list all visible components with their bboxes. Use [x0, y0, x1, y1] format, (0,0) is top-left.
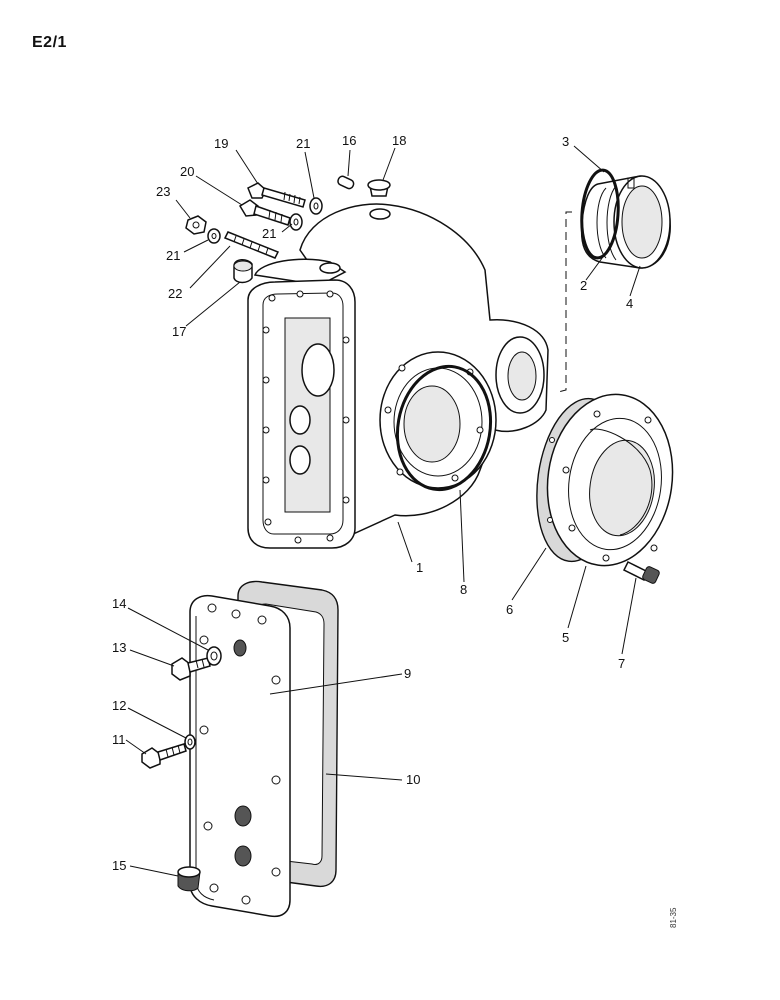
callout-8: 8	[460, 582, 467, 597]
callout-10: 10	[406, 772, 420, 787]
page-code: E2/1	[32, 34, 67, 51]
washer-part-21	[207, 197, 323, 244]
bolt-part-11	[141, 743, 187, 769]
callout-21-middle: 21	[262, 226, 276, 241]
nut-part-23	[185, 215, 207, 235]
callout-19: 19	[214, 136, 228, 151]
plug-part-18	[367, 179, 391, 197]
callout-14: 14	[112, 596, 126, 611]
housing-part-1	[247, 203, 549, 549]
callout-7: 7	[618, 656, 625, 671]
bolt-part-13	[171, 657, 211, 681]
drawing-reference: 81-35	[669, 907, 678, 928]
bolt-part-20	[238, 199, 291, 226]
callout-labels: 1 2 3 4 5 6 7 8 9 10 11 12 13 14 15 16 1…	[112, 133, 633, 873]
callout-6: 6	[506, 602, 513, 617]
plug-part-15	[177, 866, 201, 892]
callout-21-top: 21	[296, 136, 310, 151]
bearing-housing-parts-5-6	[536, 393, 674, 567]
plug-part-17	[233, 259, 253, 284]
callout-13: 13	[112, 640, 126, 655]
callout-5: 5	[562, 630, 569, 645]
callout-20: 20	[180, 164, 194, 179]
stud-part-22	[223, 231, 280, 259]
washer-part-14	[206, 646, 222, 666]
cap-screw-part-7	[622, 560, 660, 584]
callout-12: 12	[112, 698, 126, 713]
roll-pin-part-16	[337, 175, 355, 190]
callout-9: 9	[404, 666, 411, 681]
callout-2: 2	[580, 278, 587, 293]
o-ring-part-8	[395, 364, 493, 492]
callout-11: 11	[112, 732, 126, 747]
sleeve-assembly-parts-2-3-4	[557, 168, 671, 393]
washer-part-12	[184, 734, 196, 750]
callout-18: 18	[392, 133, 406, 148]
callout-17: 17	[172, 324, 186, 339]
callout-23: 23	[156, 184, 170, 199]
leader-lines	[125, 145, 641, 877]
callout-4: 4	[626, 296, 633, 311]
callout-16: 16	[342, 133, 356, 148]
bolt-part-19	[247, 182, 306, 208]
callout-21-left: 21	[166, 248, 180, 263]
callout-22: 22	[168, 286, 182, 301]
callout-1: 1	[416, 560, 423, 575]
callout-15: 15	[112, 858, 126, 873]
cover-plate-part-9	[189, 594, 291, 918]
callout-3: 3	[562, 134, 569, 149]
